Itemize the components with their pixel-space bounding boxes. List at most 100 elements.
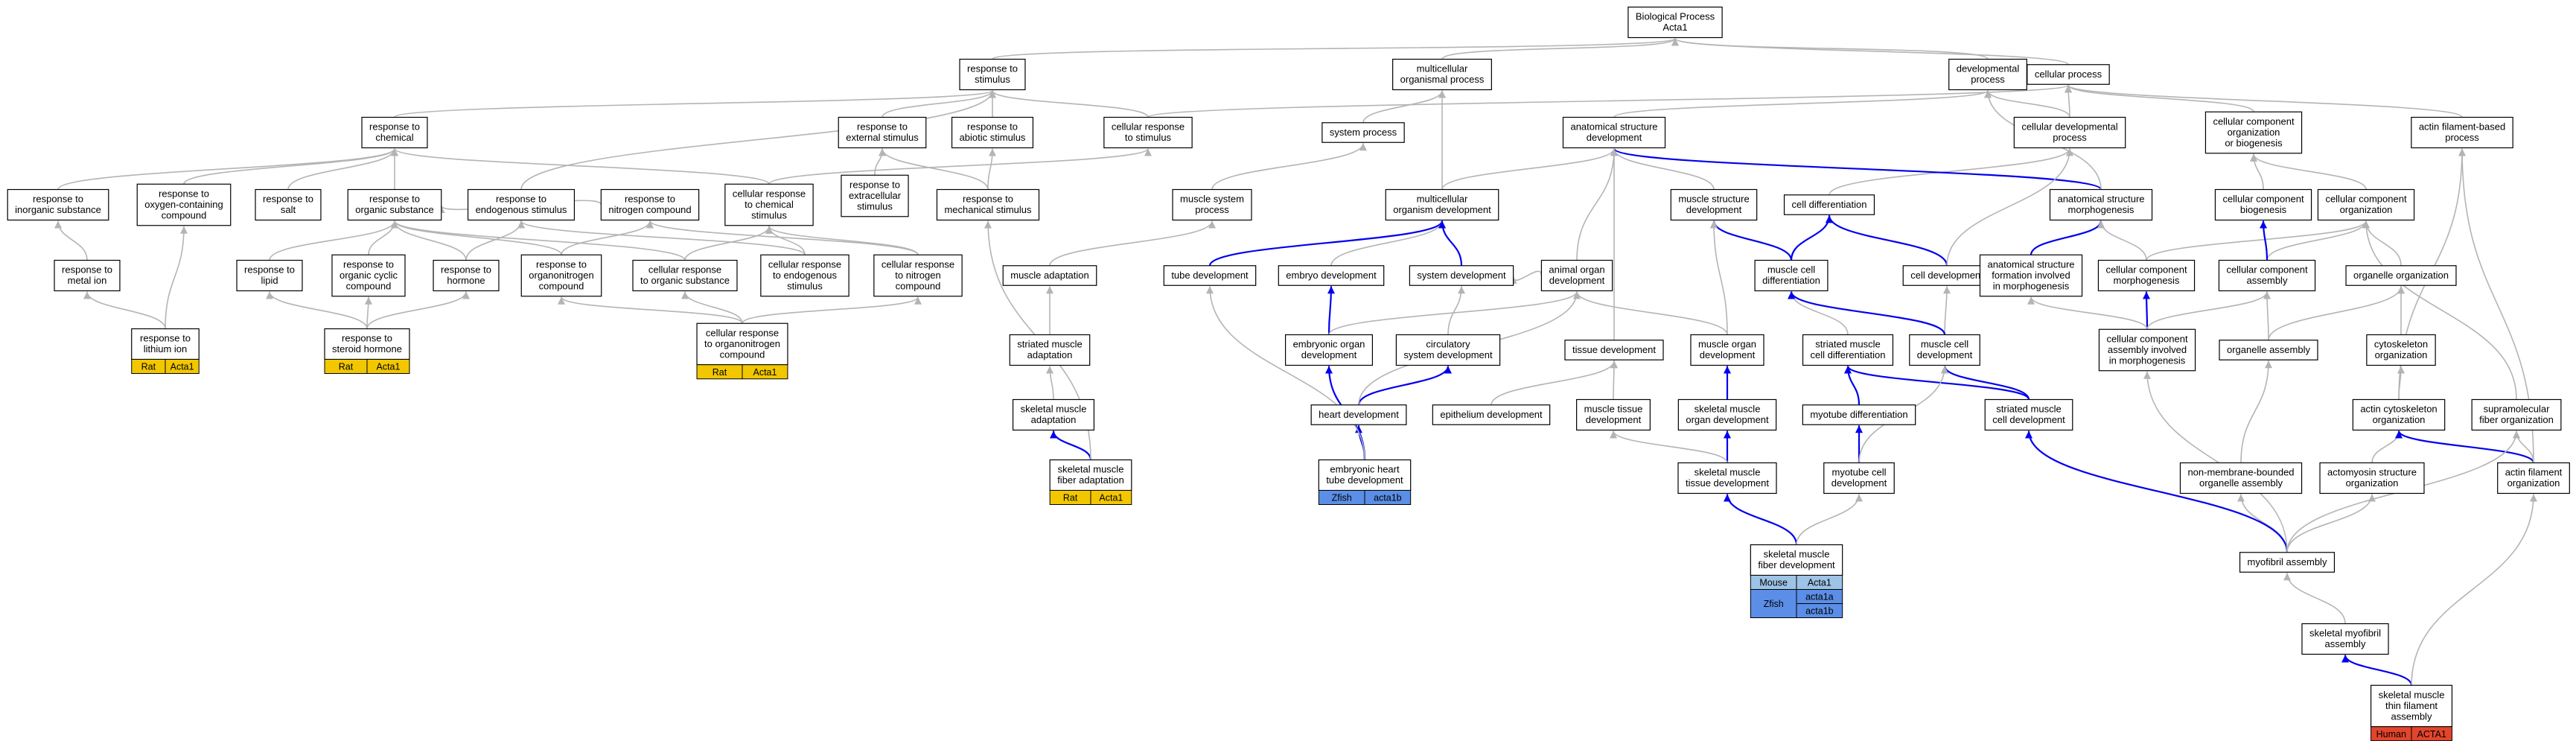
node-epidev[interactable]: epithelium development [1432, 404, 1551, 425]
node-box [1009, 334, 1091, 366]
node-celldiff[interactable]: cell differentiation [1783, 194, 1875, 215]
node-box [1564, 340, 1664, 360]
gene-cell [1796, 603, 1843, 618]
node-label-line: actin filament-based [2419, 121, 2505, 133]
node-box [2097, 259, 2196, 292]
gene-label[interactable]: Acta1 [377, 362, 401, 372]
gene-label[interactable]: ACTA1 [2417, 729, 2446, 740]
node-box [131, 328, 200, 360]
gray-edge-crtorgn-to-rtorgn [558, 296, 743, 324]
node-myoasm[interactable]: myofibril assembly [2239, 552, 2336, 573]
gene-label[interactable]: acta1a [1805, 592, 1834, 602]
node-cellp[interactable]: cellular process [2027, 64, 2110, 85]
node-box [2214, 188, 2312, 221]
gene-label[interactable]: Acta1 [1099, 493, 1123, 503]
node-tubedev[interactable]: tube development [1163, 265, 1257, 286]
gene-label[interactable]: acta1b [1805, 606, 1834, 617]
node-sysp[interactable]: system process [1322, 122, 1405, 143]
gene-label[interactable]: acta1b [1374, 493, 1402, 503]
node-madapt[interactable]: muscle adaptation [1002, 265, 1097, 286]
node-orgorg[interactable]: organelle organization [2345, 265, 2457, 286]
node-celldev[interactable]: cell development [1902, 265, 1992, 286]
node-embdev[interactable]: embryo development [1278, 265, 1385, 286]
gene-label[interactable]: Acta1 [1808, 578, 1831, 588]
gene-label[interactable]: Acta1 [170, 362, 194, 372]
node-mtdiff[interactable]: myotube differentiation [1802, 404, 1916, 425]
node-tissdev[interactable]: tissue development [1564, 340, 1664, 360]
node-heartdev[interactable]: heart development [1310, 404, 1407, 425]
node-sysdev[interactable]: system development [1409, 265, 1514, 286]
node-orgasm[interactable]: organelle assembly [2219, 340, 2318, 360]
gene-label[interactable]: Acta1 [753, 367, 777, 378]
node-label-line: organelle assembly [2227, 344, 2311, 355]
